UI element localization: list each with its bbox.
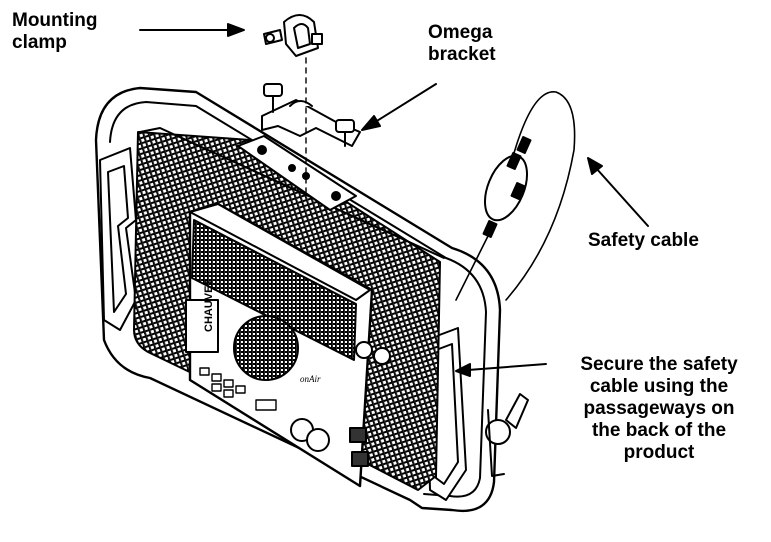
- callout-arrows: [139, 23, 649, 377]
- safety-cable-label: Safety cable: [588, 230, 699, 252]
- label-line: bracket: [428, 44, 496, 65]
- safety-cable: [455, 91, 576, 301]
- label-line: Mounting: [12, 10, 98, 31]
- omega-bracket-label: Omega bracket: [428, 22, 496, 66]
- label-line: product: [623, 442, 695, 463]
- label-line: Secure the safety: [580, 354, 738, 375]
- label-line: clamp: [12, 32, 67, 53]
- connectors: [290, 341, 391, 467]
- control-box: CHAUVET onAir: [185, 202, 391, 488]
- control-buttons: [199, 367, 277, 411]
- yoke-knob: [485, 393, 529, 477]
- brand-logo: CHAUVET: [203, 279, 215, 332]
- label-line: cable using the: [589, 376, 729, 397]
- label-line: the back of the: [591, 420, 727, 441]
- secure-cable-note: Secure the safety cable using the passag…: [548, 354, 770, 464]
- label-line: passageways on: [583, 398, 735, 419]
- mounting-clamp-label: Mounting clamp: [12, 10, 97, 54]
- mounting-clamp: [263, 14, 323, 57]
- label-line: Omega: [428, 22, 493, 43]
- model-name: onAir: [300, 374, 321, 384]
- omega-bracket: [261, 83, 361, 147]
- label-line: Safety cable: [588, 230, 699, 251]
